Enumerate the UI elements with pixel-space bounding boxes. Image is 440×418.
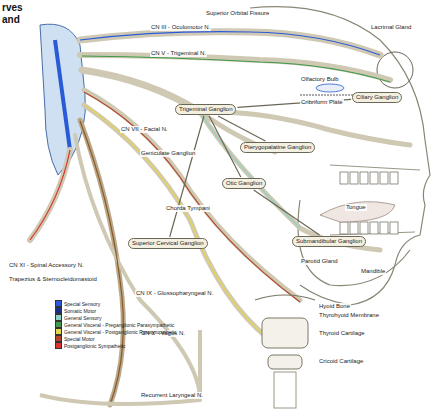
ganglion-box: Superior Cervical Ganglion [128, 238, 208, 249]
legend-text: Postganglionic Sympathetic [64, 343, 125, 349]
structure-label: Geniculate Ganglion [140, 150, 196, 157]
structure-label: CN XI - Spinal Accessory N. [8, 262, 85, 269]
legend-swatch [55, 321, 62, 328]
legend-row: General Sensory [55, 314, 102, 321]
nerve-connector [170, 116, 204, 237]
legend-swatch [55, 328, 62, 335]
legend-swatch [55, 300, 62, 307]
structure-label: Olfactory Bulb [300, 76, 340, 83]
legend-swatch [55, 342, 62, 349]
legend-text: General Visceral - Postganglionic Parasy… [64, 329, 176, 335]
structure-label: Superior Orbital Fissure [205, 10, 270, 17]
legend-row: General Visceral - Preganglionic Parasym… [55, 321, 174, 328]
structure-label: CN V - Trigeminal N. [150, 50, 207, 57]
structure-label: Hyoid Bone [318, 303, 351, 310]
ganglion-box: Pterygopalatine Ganglion [240, 142, 315, 153]
nerve-connector [254, 190, 320, 235]
legend-swatch [55, 314, 62, 321]
ganglion-name: Superior Cervical Ganglion [132, 240, 204, 247]
structure-label: Parotid Gland [300, 258, 339, 265]
structure-label: Thyrohyoid Membrane [318, 312, 380, 319]
legend-swatch [55, 307, 62, 314]
legend-swatch [55, 335, 62, 342]
ganglion-box: Submandibular Ganglion [292, 236, 366, 247]
legend-text: General Sensory [64, 315, 102, 321]
ganglion-name: Otic Ganglion [226, 180, 262, 187]
legend-row: Somatic Motor [55, 307, 96, 314]
legend-text: Somatic Motor [64, 308, 96, 314]
structure-label: Thyroid Cartilage [318, 330, 366, 337]
ganglion-box: Trigeminal Ganglion [175, 104, 236, 115]
legend-row: Special Motor [55, 335, 95, 342]
ganglion-name: Trigeminal Ganglion [179, 106, 232, 113]
structure-label: Lacrimal Gland [370, 24, 412, 31]
structure-label: Trapezius & Sternocleidomastoid [8, 276, 98, 283]
structure-label: Cribriform Plate [300, 99, 344, 106]
nerve-connector [237, 99, 351, 107]
ganglion-name: Ciliary Ganglion [356, 94, 398, 101]
structure-label: Cricoid Cartilage [318, 358, 364, 365]
ganglion-name: Submandibular Ganglion [296, 238, 362, 245]
title-fragment: rves [1, 2, 24, 14]
structure-label: CN III - Oculomotor N. [150, 24, 211, 31]
structure-label: CN VII - Facial N. [120, 126, 169, 133]
ganglion-name: Pterygopalatine Ganglion [244, 144, 311, 151]
ganglion-box: Otic Ganglion [222, 178, 266, 189]
legend-text: Special Motor [64, 336, 95, 342]
title-fragment: and [1, 14, 21, 26]
structure-label: CN IX - Glossopharyngeal N. [135, 290, 214, 297]
legend-text: Special Sensory [64, 301, 100, 307]
legend-row: Postganglionic Sympathetic [55, 342, 125, 349]
nerve-connector [218, 116, 265, 141]
structure-label: Tongue [345, 204, 367, 211]
structure-label: Chorda Tympani [165, 205, 211, 212]
nerve-connector [209, 116, 241, 177]
structure-label: Recurrent Laryngeal N. [140, 392, 204, 399]
ganglion-box: Ciliary Ganglion [352, 92, 402, 103]
legend-text: General Visceral - Preganglionic Parasym… [64, 322, 174, 328]
structure-label: Mandible [360, 268, 386, 275]
legend-row: General Visceral - Postganglionic Parasy… [55, 328, 176, 335]
legend-row: Special Sensory [55, 300, 100, 307]
